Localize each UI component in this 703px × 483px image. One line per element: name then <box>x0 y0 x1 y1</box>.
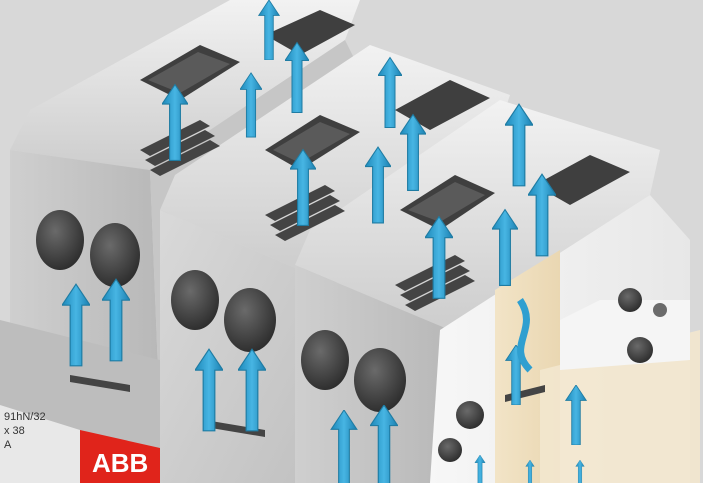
part-label-line-1: 91hN/32 <box>4 411 46 423</box>
part-label-line-2: x 38 <box>4 425 25 437</box>
abb-logo-text: ABB <box>92 448 148 478</box>
part-label-line-3: A <box>4 439 12 451</box>
